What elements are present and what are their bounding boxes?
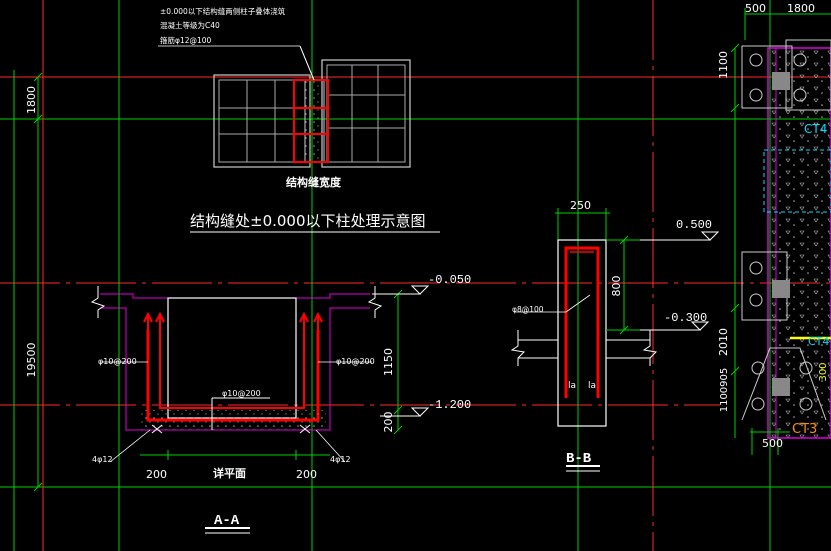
- plan-dim-905: 1100905: [719, 368, 730, 413]
- plan-dim-1800-top: 1800: [787, 2, 815, 15]
- section-aa-drawing: [90, 285, 430, 534]
- aa-dim-1150: 1150: [382, 348, 395, 376]
- aa-width-right: 200: [296, 468, 317, 481]
- top-note-line3: 箍筋φ12@100: [160, 35, 212, 45]
- plan-tag-ct3: CT3: [792, 422, 817, 437]
- top-note-line1: ±0.000以下结构缝两侧柱子叠体浇筑: [160, 6, 286, 16]
- bb-elev-top: 0.500: [676, 218, 712, 232]
- aa-width-left: 200: [146, 468, 167, 481]
- aa-dim-200-right: 200: [382, 412, 395, 433]
- plan-dim-2010: 2010: [717, 328, 730, 356]
- section-bb-drawing: [510, 208, 720, 472]
- dim-1800-left: 1800: [25, 86, 38, 114]
- bb-dim-800: 800: [610, 276, 623, 297]
- aa-elev-bottom: -1.200: [428, 398, 471, 412]
- bb-anchor-left: la: [568, 381, 576, 391]
- plan-tag-300: 300: [818, 362, 829, 381]
- dim-19500-left: 19500: [25, 343, 38, 378]
- aa-stirrup-center: φ10@200: [222, 389, 261, 398]
- main-title: 结构缝处±0.000以下柱处理示意图: [190, 212, 426, 230]
- bb-width: 250: [570, 199, 591, 212]
- aa-elev-top: -0.050: [428, 273, 471, 287]
- aa-stirrup-left: φ10@200: [98, 357, 137, 366]
- aa-bars-right: 4φ12: [330, 455, 351, 464]
- bb-anchor-right: la: [588, 381, 596, 391]
- aa-plan-note: 详平面: [213, 466, 246, 480]
- plan-dim-1100-top: 1100: [717, 51, 730, 79]
- bb-section-label: B-B: [566, 451, 592, 467]
- plan-dim-500-bottom: 500: [762, 437, 783, 450]
- aa-stirrup-right: φ10@200: [336, 357, 375, 366]
- bb-stirrup: φ8@100: [512, 305, 544, 314]
- top-detail-caption: 结构缝宽度: [285, 175, 342, 189]
- aa-section-label: A-A: [214, 513, 240, 529]
- top-note-line2: 混凝土等级为C40: [160, 20, 220, 30]
- plan-tag-ct4-upper: CT4: [804, 122, 827, 136]
- aa-bars-left: 4φ12: [92, 455, 113, 464]
- top-detail: [158, 45, 411, 168]
- right-plan-drawing: [730, 8, 831, 455]
- plan-tag-ct4-mid: CT4: [808, 335, 829, 348]
- bb-elev-bottom: -0.300: [664, 311, 707, 325]
- plan-dim-500-top: 500: [745, 2, 766, 15]
